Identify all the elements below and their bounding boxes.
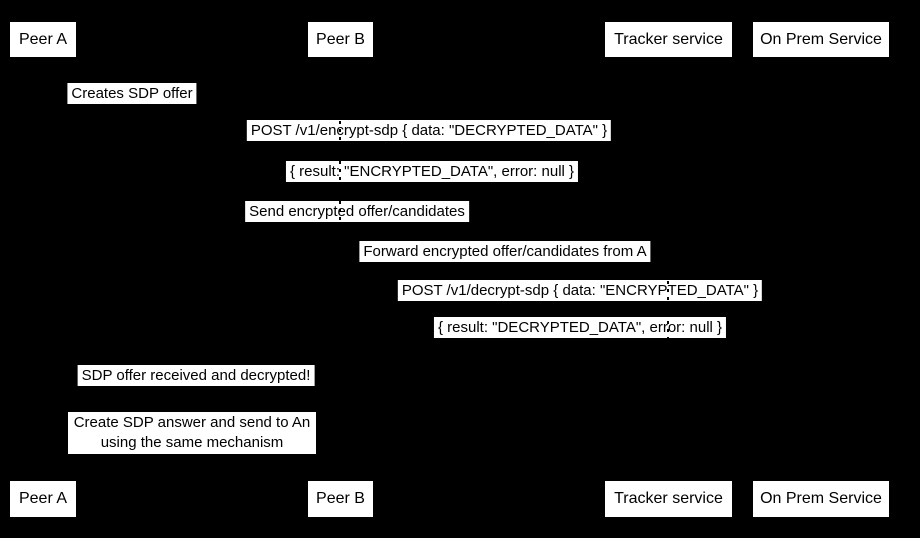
note-create-sdp-answer: Create SDP answer and send to An using t…: [68, 412, 316, 454]
message-text: Send encrypted offer/candidates: [249, 203, 465, 220]
message-text: { result: "DECRYPTED_DATA", error: null …: [437, 319, 723, 336]
participant-label: Tracker service: [614, 30, 723, 48]
message-post-encrypt-sdp: POST /v1/encrypt-sdp { data: "DECRYPTED_…: [246, 120, 612, 141]
message-result-encrypted: { result: "ENCRYPTED_DATA", error: null …: [285, 161, 579, 182]
message-text: { result: "ENCRYPTED_DATA", error: null …: [289, 163, 575, 180]
participant-tracker-service-top: Tracker service: [605, 22, 732, 57]
lifeline-peer-a: [42, 57, 44, 481]
participant-on-prem-service-bottom: On Prem Service: [753, 481, 889, 517]
participant-label: On Prem Service: [760, 490, 882, 507]
message-text: Creates SDP offer: [71, 85, 193, 102]
participant-peer-b-top: Peer B: [308, 22, 373, 57]
participant-tracker-service-bottom: Tracker service: [605, 481, 732, 517]
participant-peer-a-top: Peer A: [10, 22, 76, 57]
message-text: POST /v1/decrypt-sdp { data: "ENCRYPTED_…: [401, 282, 759, 299]
participant-on-prem-service-top: On Prem Service: [753, 22, 889, 57]
message-text: SDP offer received and decrypted!: [81, 367, 311, 384]
participant-label: Peer B: [316, 30, 365, 48]
participant-peer-a-bottom: Peer A: [10, 481, 76, 517]
message-result-decrypted: { result: "DECRYPTED_DATA", error: null …: [433, 317, 727, 338]
message-creates-sdp-offer: Creates SDP offer: [67, 83, 197, 104]
note-line-1: Create SDP answer and send to An: [73, 414, 311, 431]
participant-label: Tracker service: [614, 490, 723, 507]
lifeline-tracker-service: [667, 57, 669, 481]
participant-label: Peer A: [18, 490, 68, 507]
lifeline-on-prem-service: [820, 57, 822, 481]
participant-label: Peer B: [316, 490, 365, 507]
participant-peer-b-bottom: Peer B: [308, 481, 373, 517]
message-post-decrypt-sdp: POST /v1/decrypt-sdp { data: "ENCRYPTED_…: [397, 280, 763, 301]
message-sdp-offer-received: SDP offer received and decrypted!: [77, 365, 315, 386]
message-text: POST /v1/encrypt-sdp { data: "DECRYPTED_…: [250, 122, 608, 139]
participant-label: On Prem Service: [760, 30, 882, 48]
participant-label: Peer A: [18, 30, 68, 48]
message-send-encrypted-offer: Send encrypted offer/candidates: [245, 201, 469, 222]
message-text: Forward encrypted offer/candidates from …: [363, 243, 647, 260]
note-line-2: using the same mechanism: [100, 434, 284, 451]
message-forward-encrypted-offer: Forward encrypted offer/candidates from …: [359, 241, 651, 262]
